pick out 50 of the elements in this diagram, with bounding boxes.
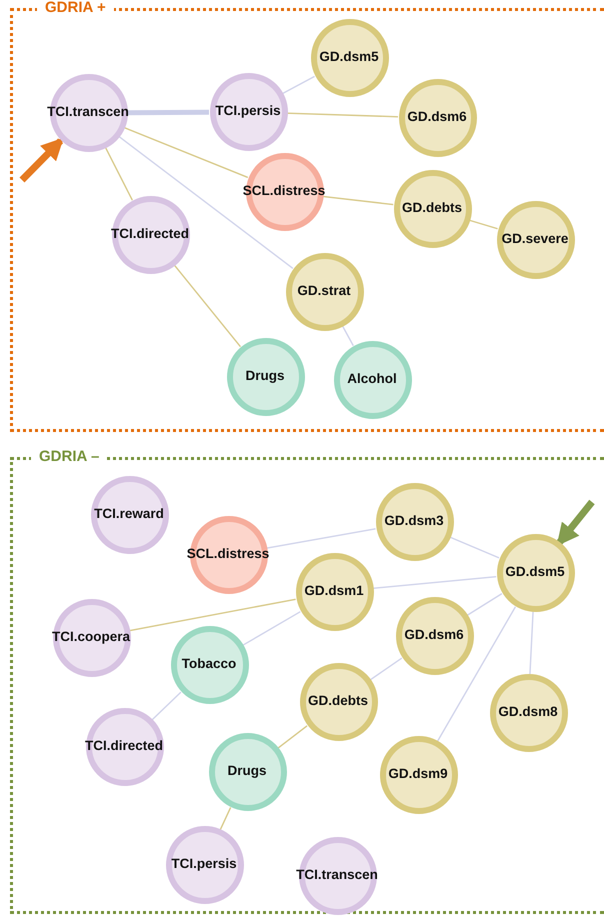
node-label: Drugs [226, 762, 268, 780]
network-edge [342, 326, 354, 346]
network-edge [436, 606, 516, 742]
node-label: Alcohol [346, 370, 398, 388]
network-edge [286, 112, 398, 118]
network-edge [129, 598, 296, 632]
network-edge [370, 658, 402, 680]
network-edge [118, 136, 294, 269]
node-label: GD.strat [296, 282, 352, 300]
network-edge [124, 126, 248, 178]
network-edge [152, 692, 182, 720]
node-label: TCI.transcen [46, 103, 130, 121]
node-label: GD.dsm8 [497, 703, 559, 721]
network-edge [466, 593, 502, 616]
node-label: GD.severe [500, 230, 570, 248]
node-label: Tobacco [180, 655, 238, 673]
node-label: GD.dsm5 [504, 563, 566, 581]
node-label: GD.dsm3 [383, 512, 445, 530]
node-label: SCL.distress [242, 182, 326, 200]
network-edge [174, 264, 241, 348]
pointer-arrow [556, 500, 595, 546]
node-label: TCI.transcen [295, 866, 379, 884]
network-edge [242, 611, 301, 646]
node-label: TCI.directed [110, 225, 190, 243]
node-label: SCL.distress [186, 545, 270, 563]
node-label: GD.dsm6 [406, 108, 468, 126]
node-label: GD.debts [400, 199, 463, 217]
node-label: GD.dsm1 [303, 582, 365, 600]
node-label: TCI.persis [170, 855, 238, 873]
network-edge [277, 725, 308, 749]
network-edge [372, 576, 496, 590]
network-edge [282, 76, 315, 94]
node-label: Drugs [244, 367, 286, 385]
node-label: GD.debts [306, 692, 369, 710]
network-edge [322, 196, 394, 206]
node-label: TCI.persis [214, 102, 282, 120]
node-label: TCI.reward [93, 505, 165, 523]
node-label: GD.dsm9 [387, 765, 449, 783]
node-label: TCI.directed [84, 737, 164, 755]
network-edge [126, 110, 210, 116]
network-edge [450, 536, 500, 558]
node-label: GD.dsm5 [318, 48, 380, 66]
node-label: GD.dsm6 [403, 626, 465, 644]
network-edge [469, 220, 498, 230]
network-edge [529, 612, 534, 674]
network-edge [105, 147, 133, 201]
network-edge [266, 528, 376, 549]
network-edge [220, 807, 232, 830]
pointer-arrow [20, 138, 64, 182]
node-label: TCI.coopera [50, 628, 132, 646]
